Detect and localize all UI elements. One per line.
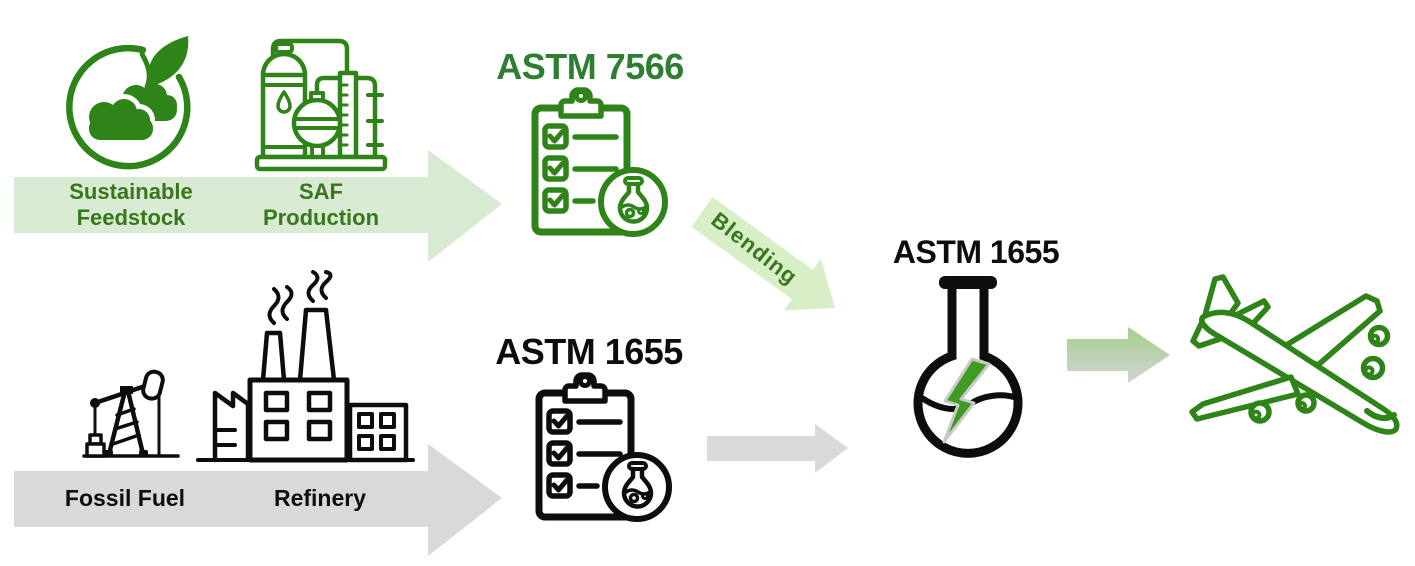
saf-production-label: SAF Production	[262, 179, 380, 230]
oil-pump-jack-icon	[82, 369, 180, 458]
jet-fuel-arrow	[707, 424, 848, 473]
top-process-arrow	[14, 150, 502, 262]
astm-7566-title: ASTM 7566	[496, 46, 684, 87]
blending-arrow	[691, 197, 835, 311]
factory-icon	[196, 270, 415, 463]
checklist-flask-icon-7566	[535, 90, 665, 234]
round-flask-lightning-icon	[913, 276, 1023, 458]
bottom-process-arrow	[14, 444, 502, 556]
fuel-to-plane-arrow	[1067, 327, 1170, 383]
chemical-plant-icon	[254, 38, 388, 172]
sustainable-feedstock-label: Sustainable Feedstock	[69, 179, 193, 230]
refinery-label: Refinery	[273, 485, 367, 511]
checklist-flask-icon-1655	[539, 375, 669, 519]
cloud-leaf-circle-icon	[66, 36, 191, 170]
astm-1655-blend-title: ASTM 1655	[892, 234, 1060, 270]
astm-1655-jet-title: ASTM 1655	[495, 331, 683, 372]
airliner-outline-icon	[1189, 274, 1400, 435]
fossil-fuel-label: Fossil Fuel	[64, 485, 186, 511]
